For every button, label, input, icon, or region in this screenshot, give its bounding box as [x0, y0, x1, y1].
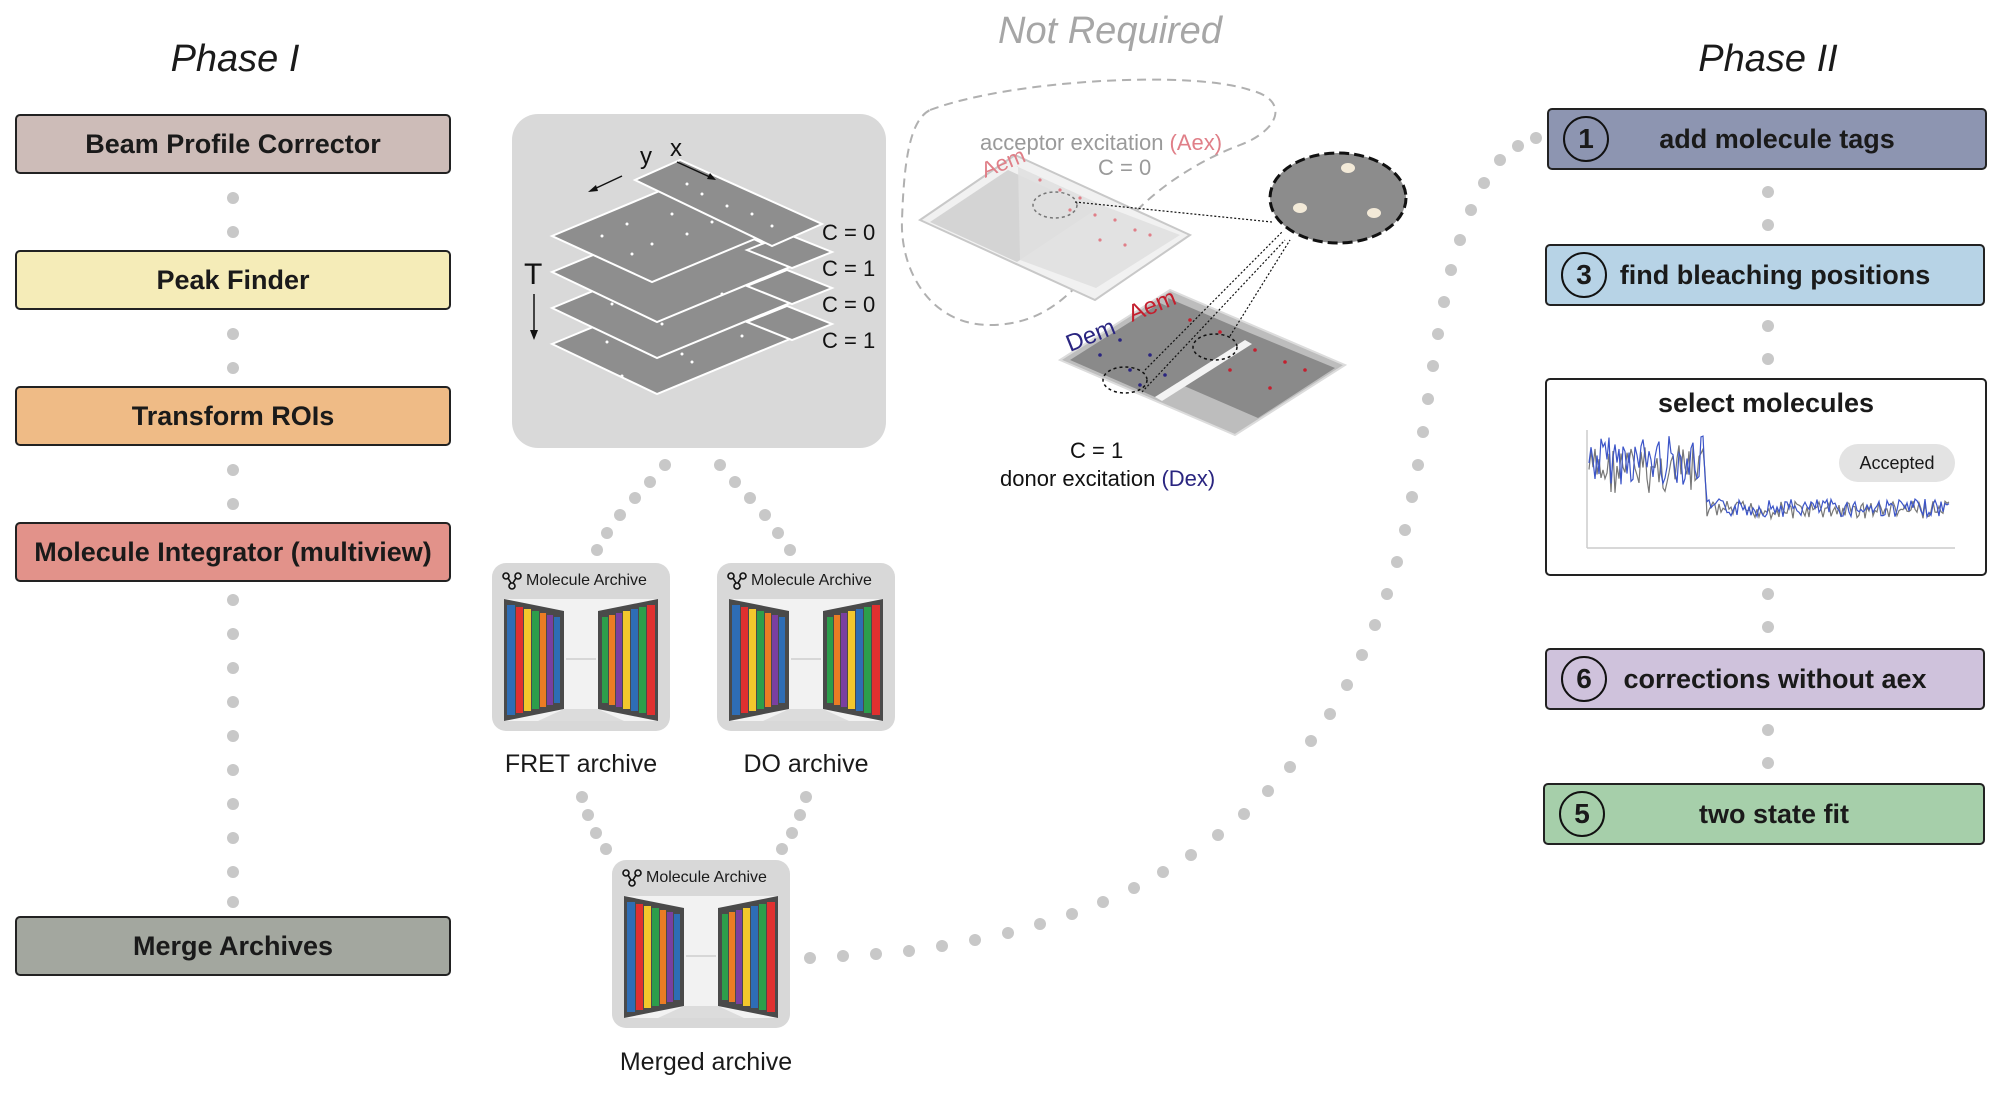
two-state-fit-step[interactable]: 5 two state fit [1543, 783, 1985, 845]
do-archive-card[interactable]: Molecule Archive [717, 563, 895, 731]
image-stack-panel: y x T C = 0 C = 1 C = 0 C = 1 [512, 114, 886, 448]
beam-profile-corrector-step[interactable]: Beam Profile Corrector [15, 114, 451, 174]
step-label: two state fit [1698, 798, 1849, 829]
step-number-badge: 5 [1559, 791, 1605, 837]
fret-archive-card[interactable]: Molecule Archive [492, 563, 670, 731]
transform-rois-step[interactable]: Transform ROIs [15, 386, 451, 446]
merged-archive-caption: Merged archive [619, 1048, 793, 1076]
peak-finder-step[interactable]: Peak Finder [15, 250, 451, 310]
phase2-title: Phase II [1698, 38, 1838, 80]
aex-c0-label: C = 0 [1098, 155, 1151, 180]
intensity-trace [1586, 430, 1955, 549]
dex-c1-label: C = 1 [1070, 438, 1123, 463]
step-number-badge: 6 [1561, 656, 1607, 702]
merged-archive-card[interactable]: Molecule Archive [612, 860, 790, 1028]
stack-label-1: C = 1 [822, 256, 875, 281]
step-number-badge: 1 [1563, 116, 1609, 162]
merge-archives-step[interactable]: Merge Archives [15, 916, 451, 976]
corrections-without-aex-step[interactable]: 6 corrections without aex [1545, 648, 1985, 710]
molecule-integrator-step[interactable]: Molecule Integrator (multiview) [15, 522, 451, 582]
add-molecule-tags-step[interactable]: 1 add molecule tags [1547, 108, 1987, 170]
fret-archive-caption: FRET archive [504, 750, 658, 778]
axis-y-label: y [640, 143, 652, 170]
dex-label: donor excitation (Dex) [1000, 466, 1215, 491]
channel-schematic: acceptor excitation (Aex) C = 0 Aem Dem … [900, 78, 1408, 491]
axis-x-label: x [670, 135, 682, 162]
accepted-badge[interactable]: Accepted [1839, 444, 1955, 482]
image-stack-drawing: y x T C = 0 C = 1 C = 0 C = 1 [524, 135, 875, 396]
archive-header: Molecule Archive [526, 572, 647, 589]
select-molecules-title: select molecules [1657, 388, 1875, 418]
stack-label-0: C = 0 [822, 220, 875, 245]
axis-t-label: T [524, 258, 542, 291]
archive-header: Molecule Archive [751, 572, 872, 589]
find-bleaching-positions-step[interactable]: 3 find bleaching positions [1545, 244, 1985, 306]
do-archive-caption: DO archive [743, 750, 869, 778]
step-label: corrections without aex [1623, 663, 1927, 694]
archive-header: Molecule Archive [646, 869, 767, 886]
phase1-title: Phase I [170, 38, 300, 80]
stack-label-3: C = 1 [822, 328, 875, 353]
aex-label: acceptor excitation (Aex) [980, 130, 1222, 155]
step-label: find bleaching positions [1619, 259, 1931, 290]
step-label: add molecule tags [1659, 123, 1895, 154]
not-required-title: Not Required [998, 10, 1222, 52]
step-number-badge: 3 [1561, 252, 1607, 298]
select-molecules-panel[interactable]: select molecules Accepted [1545, 378, 1987, 576]
stack-label-2: C = 0 [822, 292, 875, 317]
